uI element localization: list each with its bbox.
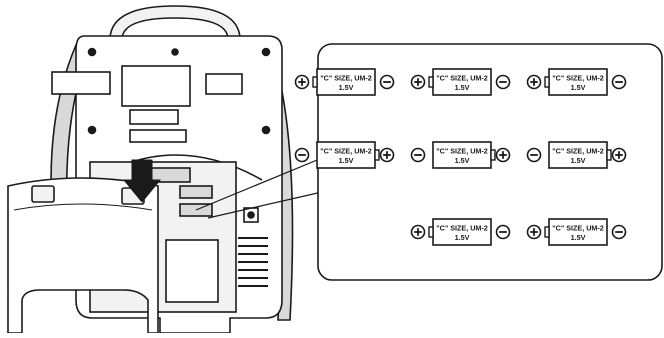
- battery-cover-panel: [7, 177, 159, 334]
- battery-nub: [428, 226, 434, 238]
- positive-terminal-icon: [379, 147, 395, 163]
- battery-voltage-label: 1.5V: [455, 156, 470, 165]
- battery-nub: [606, 149, 612, 161]
- battery-size-label: "C" SIZE, UM-2: [552, 147, 604, 156]
- battery-size-label: "C" SIZE, UM-2: [320, 147, 372, 156]
- battery-voltage-label: 1.5V: [571, 156, 586, 165]
- battery-cell: "C" SIZE, UM-21.5V: [410, 218, 511, 246]
- battery-body: [316, 141, 376, 169]
- screw: [87, 47, 97, 57]
- carry-handle: [109, 5, 241, 39]
- screw: [87, 125, 97, 135]
- negative-terminal-icon: [410, 147, 426, 163]
- battery-cover: [7, 177, 159, 334]
- battery-voltage-label: 1.5V: [571, 233, 586, 242]
- negative-terminal-icon: [611, 74, 627, 90]
- battery-nub: [312, 76, 318, 88]
- battery-body: [432, 68, 492, 96]
- cover-edge: [13, 203, 153, 211]
- positive-terminal-icon: [294, 74, 310, 90]
- negative-terminal-icon: [495, 74, 511, 90]
- negative-terminal-icon: [495, 224, 511, 240]
- rear-label: [129, 129, 187, 143]
- battery-size-label: "C" SIZE, UM-2: [552, 74, 604, 83]
- screw: [171, 48, 179, 56]
- screw: [261, 125, 271, 135]
- positive-terminal-icon: [410, 224, 426, 240]
- connector: [179, 185, 213, 199]
- battery-cell: "C" SIZE, UM-21.5V: [410, 141, 511, 169]
- battery-voltage-label: 1.5V: [339, 83, 354, 92]
- battery-nub: [374, 149, 380, 161]
- battery-nub: [544, 76, 550, 88]
- battery-voltage-label: 1.5V: [455, 83, 470, 92]
- battery-body: [432, 141, 492, 169]
- positive-terminal-icon: [611, 147, 627, 163]
- battery-cell: "C" SIZE, UM-21.5V: [294, 68, 395, 96]
- positive-terminal-icon: [526, 224, 542, 240]
- battery-size-label: "C" SIZE, UM-2: [436, 224, 488, 233]
- battery-voltage-label: 1.5V: [571, 83, 586, 92]
- rear-label: [51, 71, 111, 95]
- battery-size-label: "C" SIZE, UM-2: [436, 74, 488, 83]
- rear-label: [129, 109, 179, 125]
- battery-size-label: "C" SIZE, UM-2: [320, 74, 372, 83]
- power-jack-hole: [247, 211, 255, 219]
- negative-terminal-icon: [611, 224, 627, 240]
- battery-voltage-label: 1.5V: [455, 233, 470, 242]
- vent-slots: [238, 237, 268, 287]
- battery-nub: [490, 149, 496, 161]
- negative-terminal-icon: [379, 74, 395, 90]
- battery-cell: "C" SIZE, UM-21.5V: [294, 141, 395, 169]
- negative-terminal-icon: [294, 147, 310, 163]
- negative-terminal-icon: [526, 147, 542, 163]
- battery-cell: "C" SIZE, UM-21.5V: [526, 218, 627, 246]
- positive-terminal-icon: [526, 74, 542, 90]
- battery-cell: "C" SIZE, UM-21.5V: [526, 68, 627, 96]
- positive-terminal-icon: [495, 147, 511, 163]
- battery-size-label: "C" SIZE, UM-2: [552, 224, 604, 233]
- battery-nub: [428, 76, 434, 88]
- positive-terminal-icon: [410, 74, 426, 90]
- battery-nub: [544, 226, 550, 238]
- cover-latch: [31, 185, 55, 203]
- down-arrow-icon: [122, 159, 162, 203]
- callout-lines: [195, 157, 323, 219]
- rear-label: [121, 65, 191, 107]
- rear-label: [205, 73, 243, 95]
- screw: [261, 47, 271, 57]
- battery-voltage-label: 1.5V: [339, 156, 354, 165]
- battery-size-label: "C" SIZE, UM-2: [436, 147, 488, 156]
- battery-layer: "C" SIZE, UM-21.5V"C" SIZE, UM-21.5V"C" …: [294, 68, 627, 246]
- battery-cell: "C" SIZE, UM-21.5V: [526, 141, 627, 169]
- battery-cell: "C" SIZE, UM-21.5V: [410, 68, 511, 96]
- inner-panel: [165, 239, 219, 303]
